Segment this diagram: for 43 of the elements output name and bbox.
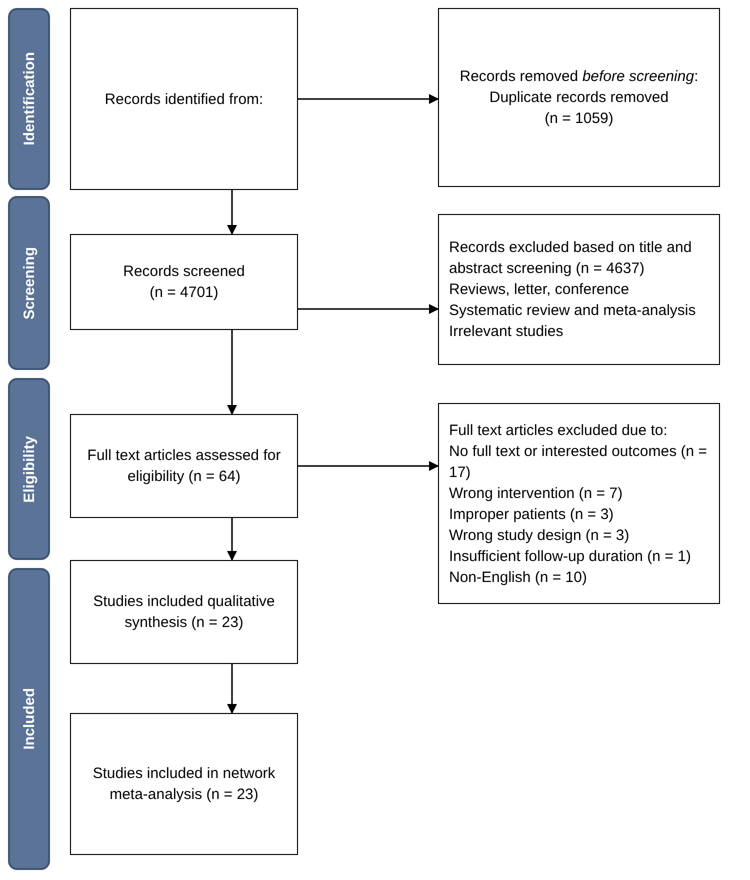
box-text: Irrelevant studies <box>449 322 564 342</box>
box-text: Duplicate records removed <box>489 88 669 108</box>
box-text: Reviews, letter, conference <box>449 280 630 300</box>
box-text: Records removed before screening: <box>460 67 698 87</box>
box-text: Wrong intervention (n = 7) <box>449 484 623 504</box>
stage-label: Eligibility <box>20 436 38 502</box>
box-text: (n = 4701) <box>150 283 218 303</box>
stage-band <box>8 196 50 370</box>
arrow <box>298 304 439 314</box>
box-text: Improper patients (n = 3) <box>449 504 614 524</box>
process-box <box>438 403 720 604</box>
stage-band <box>8 378 50 560</box>
arrow <box>227 664 237 714</box>
box-text: Studies included qualitative synthesis (n = 23) <box>92 592 276 633</box>
stage-band <box>8 8 50 190</box>
arrow <box>227 518 237 561</box>
process-box <box>70 560 298 664</box>
box-text: Studies included in network meta-analysis (n = 23) <box>92 764 276 805</box>
arrow <box>227 330 237 415</box>
box-text: Wrong study design (n = 3) <box>449 526 630 546</box>
box-text: Non-English (n = 10) <box>449 568 587 588</box>
box-text: Systematic review and meta-analysis <box>449 301 696 321</box>
box-text: Full text articles excluded due to: <box>449 420 668 440</box>
process-box <box>438 8 720 187</box>
box-text: Full text articles assessed for eligibility (n = 64) <box>86 446 282 487</box>
box-text: Records screened <box>123 262 245 282</box>
box-text: Insufficient follow-up duration (n = 1) <box>449 546 691 566</box>
process-box <box>70 234 298 330</box>
box-text: Records identified from: <box>104 90 264 110</box>
stage-label: Included <box>20 688 38 750</box>
process-box <box>70 414 298 518</box>
process-box <box>70 8 298 190</box>
arrow <box>227 190 237 235</box>
arrow <box>298 461 439 471</box>
process-box <box>70 713 298 855</box>
process-box <box>438 214 720 365</box>
box-text: Records excluded based on title and abstract screening (n = 4637) <box>449 238 693 279</box>
stage-label: Identification <box>20 52 38 146</box>
stage-band <box>8 568 50 870</box>
stage-label: Screening <box>20 246 38 320</box>
box-text: No full text or interested outcomes (n = 17) <box>449 442 708 482</box>
box-text: (n = 1059) <box>544 109 614 129</box>
arrow <box>298 94 439 104</box>
